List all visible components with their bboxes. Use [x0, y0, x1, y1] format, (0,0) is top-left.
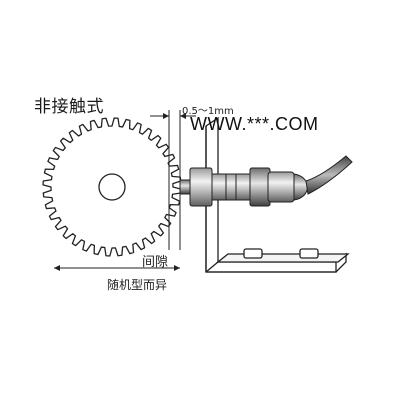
gap-label: 间隙 [142, 255, 169, 270]
sensor-threaded-body [211, 173, 253, 201]
watermark-text: WWW.***.COM [190, 114, 319, 134]
diagram-title: 非接触式 [34, 97, 104, 117]
sensor-front-nut [189, 167, 213, 207]
sensor-housing [267, 171, 295, 203]
mounting-bracket [205, 116, 350, 273]
model-dimension [54, 265, 180, 271]
sensor-rear-nut [249, 167, 271, 207]
sensor-cable-gland [293, 173, 309, 201]
gap-range-label: 0.5～1mm [182, 106, 234, 117]
sensor-cable [305, 155, 353, 195]
model-variation-note: 随机型而异 [107, 278, 168, 292]
proximity-sensor [179, 167, 309, 207]
gear-hub-hole [98, 173, 126, 201]
